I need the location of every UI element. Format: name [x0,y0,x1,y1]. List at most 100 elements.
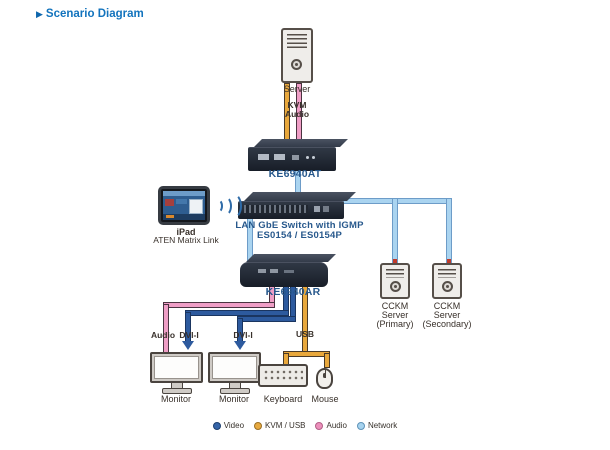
server-tower [281,28,313,83]
network-cable-switch-ar [248,216,252,262]
video-cable-1-h [186,311,288,315]
diagram-title: ▶ Scenario Diagram [36,8,144,20]
usb-label: USB [296,329,314,339]
switch-models-label: ES0154 / ES0154P [256,230,343,241]
mouse [316,368,333,389]
legend-audio-label: Audio [326,421,347,430]
video-legend-dot-icon [212,421,221,430]
ipad-screen [163,191,205,220]
audio-cable-ar-v1 [270,284,274,305]
cckm-secondary-label-3: (Secondary) [422,319,472,329]
wifi-wave-icon-3 [224,193,242,219]
audio-legend-dot-icon [315,421,324,430]
cckm-secondary-vents [438,269,456,278]
transmitter-label: KE6940AT [268,168,322,180]
video-cable-1-v1 [284,284,288,313]
switch-sfp-1 [314,206,320,212]
dvi-label-monitor2: DVI-I [233,330,253,340]
network-cable-secondary [447,199,451,262]
cckm-primary-label-3: (Primary) [376,319,414,329]
video-arrow-monitor1 [182,341,194,350]
monitor1-label: Monitor [160,394,191,404]
monitor1-base [162,388,192,394]
connector-tip-secondary [447,259,451,263]
transmitter-top-face [254,139,348,147]
receiver-port-3 [284,270,294,273]
video-cable-1-v2 [186,313,190,343]
legend-kvm-usb-label: KVM / USB [265,421,306,430]
transmitter-audio-jack-2 [312,156,315,159]
keyboard-keys [263,369,303,382]
audio-cable-top [297,84,301,146]
ipad-label: iPad [176,227,196,237]
video-cable-2-v1 [291,284,295,319]
transmitter-audio-jack-1 [306,156,309,159]
switch-port-strip [244,205,308,213]
video-cable-2-v2 [238,319,242,343]
kvm-usb-legend-dot-icon [254,421,263,430]
ipad-device [158,186,210,225]
video-cable-2-h [238,317,295,321]
video-arrow-monitor2 [234,341,246,350]
connector-tip-primary [393,259,397,263]
keyboard [258,364,308,387]
cckm-primary-vents [386,269,404,278]
cckm-secondary-tower [432,263,462,299]
monitor1-screen [154,356,199,379]
switch-name-label: LAN GbE Switch with IGMP [235,220,364,231]
legend-video-label: Video [223,421,245,430]
monitor2-label: Monitor [218,394,249,404]
network-cable-primary [393,199,397,262]
mouse-scroll-wheel [323,373,326,378]
audio-dvi-label-audio: Audio [150,330,176,340]
receiver-top-face [246,254,336,262]
kvm-cable-label: KVM [287,100,307,110]
kvm-cable [285,84,289,146]
monitor2-base [220,388,250,394]
server-label: Server [283,84,311,94]
switch-top-face [244,192,356,201]
network-legend-dot-icon [356,421,365,430]
play-arrow-icon: ▶ [36,8,43,19]
keyboard-label: Keyboard [263,394,303,404]
usb-cable-keyboard [284,354,288,364]
audio-cable-ar-h [164,303,274,307]
mouse-label: Mouse [311,394,339,404]
server-power-knob [291,59,302,70]
transmitter-dvi-port-2 [274,154,285,160]
legend-item-audio: Audio [315,421,347,430]
cckm-primary-tower [380,263,410,299]
diagram-title-text: Scenario Diagram [45,8,144,20]
receiver-label: KE6940AR [265,286,321,298]
usb-cable-h [284,352,329,356]
monitor1 [150,352,203,383]
cckm-secondary-label-1: CCKM [433,301,461,311]
monitor2-screen [212,356,257,379]
receiver-device [240,262,328,287]
switch-sfp-2 [323,206,329,212]
legend-item-kvm-usb: KVM / USB [254,421,305,430]
cckm-secondary-knob [442,281,453,292]
receiver-port-1 [258,269,266,273]
audio-cable-label: Audio [284,109,310,119]
monitor2 [208,352,261,383]
usb-cable-v1 [303,284,307,354]
cckm-secondary-label-2: Server [433,310,461,320]
legend-network-label: Network [367,421,398,430]
server-vents [287,34,307,49]
legend-item-network: Network [356,421,398,430]
legend-item-video: Video [212,421,245,430]
cckm-primary-label-1: CCKM [381,301,409,311]
receiver-port-2 [270,269,278,273]
network-cable-at-switch [296,170,300,198]
usb-cable-mouse [325,354,329,367]
cckm-primary-knob [390,281,401,292]
transmitter-port-3 [292,155,299,160]
dvi-label-monitor1: DVI-I [179,330,199,340]
transmitter-dvi-port-1 [258,154,269,160]
legend: Video KVM / USB Audio Network [0,421,610,430]
network-cable-horizontal [344,199,451,203]
ipad-app-label: ATEN Matrix Link [153,235,219,245]
cckm-primary-label-2: Server [381,310,409,320]
